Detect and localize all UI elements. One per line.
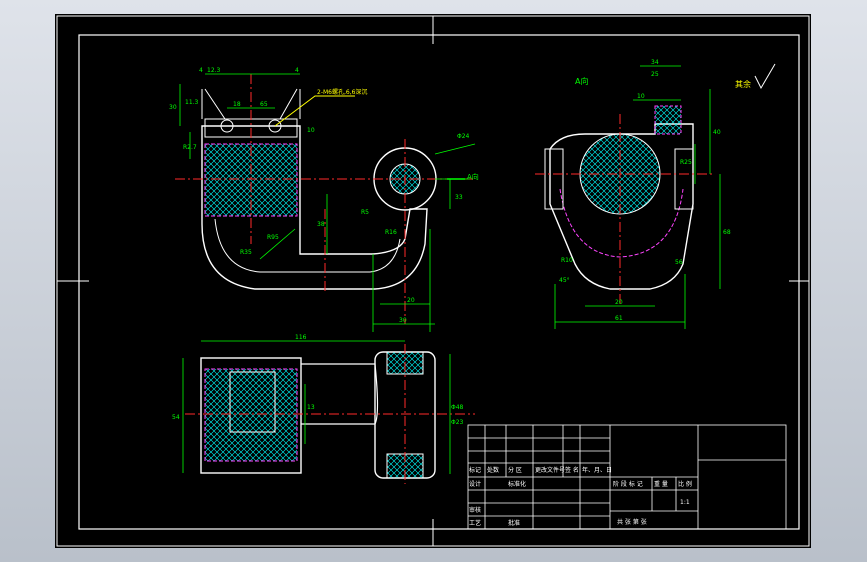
dim-r10: R10 bbox=[561, 257, 573, 264]
dim-18: 18 bbox=[233, 101, 241, 108]
title-block-weight-label: 重 量 bbox=[654, 480, 668, 488]
dim-11-3: 11.3 bbox=[185, 99, 199, 106]
dim-56: 56 bbox=[675, 259, 683, 266]
dim-20: 20 bbox=[407, 297, 415, 304]
inner-border bbox=[78, 34, 800, 530]
engineering-drawing: 4 12.3 4 18 65 30 11.3 10 R2.7 2-M6螺孔,6,… bbox=[56, 15, 810, 547]
dim-10b: 10 bbox=[637, 93, 645, 100]
dim-65: 65 bbox=[260, 101, 268, 108]
dim-13: 13 bbox=[307, 404, 315, 411]
drawing-canvas[interactable]: 4 12.3 4 18 65 30 11.3 10 R2.7 2-M6螺孔,6,… bbox=[55, 14, 811, 548]
title-block-cell: 分 区 bbox=[508, 466, 522, 474]
hole-note: 2-M6螺孔,6,6深沉 bbox=[317, 88, 367, 96]
dim-33: 33 bbox=[455, 194, 463, 201]
dim-45: 45° bbox=[559, 277, 570, 284]
dim-116: 116 bbox=[295, 334, 307, 341]
dim-54: 54 bbox=[172, 414, 180, 421]
side-view-hidden-arc bbox=[559, 188, 684, 258]
main-view-upper-bracket bbox=[201, 88, 301, 120]
roughness-symbol bbox=[754, 63, 776, 90]
title-block-stage-label: 阶 段 标 记 bbox=[613, 480, 643, 488]
title-block-cell: 设计 bbox=[469, 480, 481, 488]
side-view-right-lug bbox=[674, 148, 694, 210]
dim-r5: R5 bbox=[361, 209, 369, 216]
main-view-outline bbox=[201, 125, 428, 290]
dim-phi23: Φ23 bbox=[451, 419, 464, 426]
main-view: 4 12.3 4 18 65 30 11.3 10 R2.7 2-M6螺孔,6,… bbox=[169, 67, 479, 332]
side-view-outline bbox=[549, 123, 694, 290]
title-block-cell: 年、月、日 bbox=[582, 466, 612, 474]
outer-border bbox=[56, 15, 810, 547]
title-block-cell: 批准 bbox=[508, 519, 520, 527]
top-view-bushing bbox=[204, 368, 298, 462]
main-view-dimension-lines bbox=[179, 73, 476, 332]
roughness-note: 其余 bbox=[735, 79, 751, 89]
view-arrow-label: A向 bbox=[467, 172, 479, 181]
dim-r25: R25 bbox=[680, 159, 692, 166]
title-block-scale-value: 1:1 bbox=[680, 499, 690, 506]
dim-34: 34 bbox=[651, 59, 659, 66]
title-block-cell: 签 名 bbox=[565, 466, 579, 474]
view-title: A向 bbox=[575, 76, 588, 86]
dim-68: 68 bbox=[723, 229, 731, 236]
side-view-left-lug bbox=[544, 148, 564, 210]
side-view-dimension-lines bbox=[554, 65, 721, 329]
dim-top-4: 4 bbox=[199, 67, 203, 74]
top-view-body bbox=[200, 357, 302, 474]
title-block-sheet-label: 共 张 第 张 bbox=[617, 518, 647, 526]
dim-61: 61 bbox=[615, 315, 623, 322]
dim-38: 38 bbox=[317, 221, 325, 228]
dim-r16: R16 bbox=[385, 229, 397, 236]
dim-40: 40 bbox=[713, 129, 721, 136]
title-block-cell: 标记 bbox=[469, 466, 481, 474]
main-view-inner-curve bbox=[214, 218, 401, 273]
side-view: A向 34 25 10 40 R25 68 56 R10 45° 20 61 其… bbox=[535, 59, 776, 329]
title-block-scale-label: 比 例 bbox=[678, 480, 692, 488]
title-block-cell: 工艺 bbox=[469, 519, 481, 527]
dim-30b: 30 bbox=[399, 317, 407, 324]
top-view: 116 54 13 Φ48 Φ23 bbox=[172, 334, 475, 484]
top-view-dimension-lines bbox=[182, 340, 451, 474]
dim-25: 25 bbox=[651, 71, 659, 78]
dim-10: 10 bbox=[307, 127, 315, 134]
title-block-cell: 标准化 bbox=[508, 480, 526, 488]
main-view-hole-right bbox=[268, 119, 282, 133]
main-view-hole-left bbox=[220, 119, 234, 133]
drawing-frame bbox=[56, 15, 810, 547]
title-block-cell: 处数 bbox=[487, 466, 499, 474]
dim-top-4b: 4 bbox=[295, 67, 299, 74]
title-block-cell: 审核 bbox=[469, 506, 481, 514]
dim-r95: R95 bbox=[267, 234, 279, 241]
side-view-top-block bbox=[654, 105, 682, 135]
top-view-slot bbox=[229, 371, 276, 433]
title-block-text: 标记处数 分 区 更改文件号签 名年、月、日设计 标准化审核工艺 批准 阶 段 标 记 重 … bbox=[469, 466, 692, 527]
dim-30: 30 bbox=[169, 104, 177, 111]
dim-top-12-3: 12.3 bbox=[207, 67, 221, 74]
hole-note-leader bbox=[274, 95, 355, 127]
dim-r2-7: R2.7 bbox=[183, 144, 197, 151]
dim-phi48: Φ48 bbox=[451, 404, 464, 411]
title-block-cell: 更改文件号 bbox=[535, 466, 565, 474]
title-block[interactable] bbox=[467, 424, 787, 530]
dim-r35: R35 bbox=[240, 249, 252, 256]
dim-20b: 20 bbox=[615, 299, 623, 306]
top-view-arm bbox=[301, 363, 379, 425]
dim-phi24: Φ24 bbox=[457, 133, 470, 140]
